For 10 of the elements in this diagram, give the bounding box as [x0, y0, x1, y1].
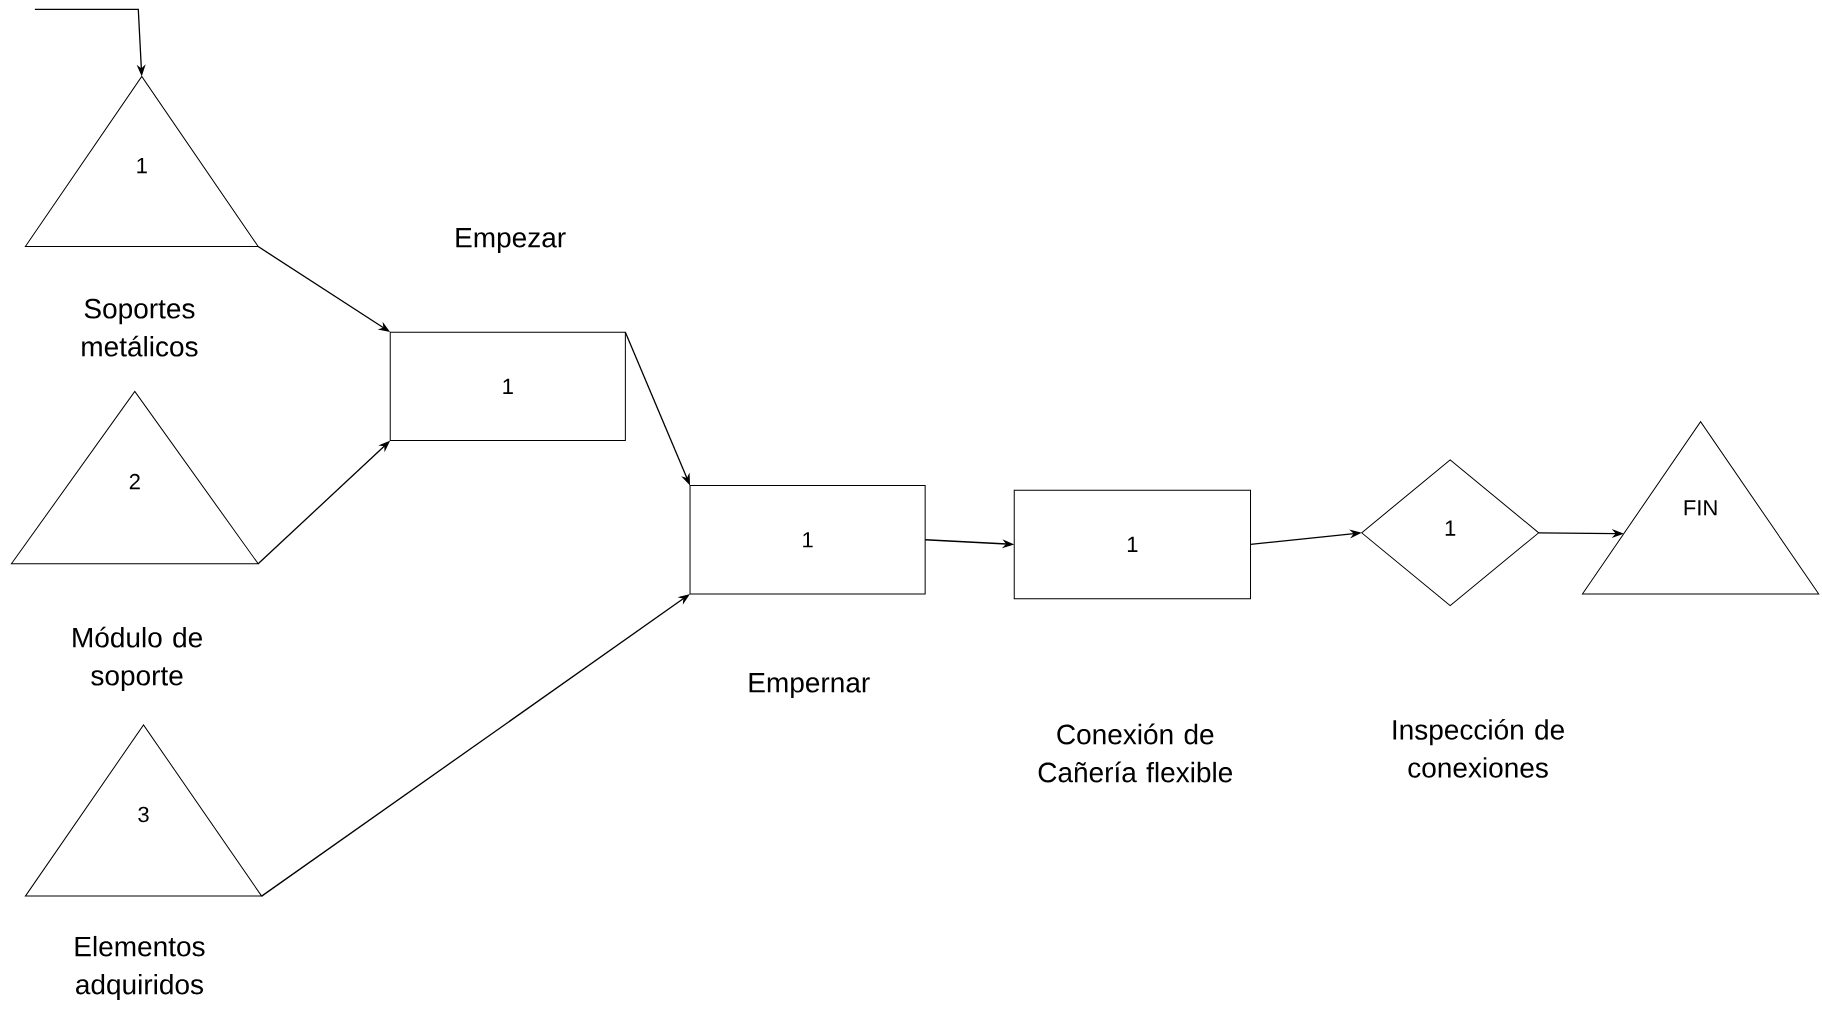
caption-text: Elementos adquiridos — [75, 935, 205, 1000]
caption-text: Soportes metálicos — [82, 298, 198, 357]
caption-text: Empernar — [749, 673, 870, 699]
caption-text: Módulo de soporte — [73, 626, 202, 692]
process-box: 1 — [389, 331, 626, 442]
caption-text: Empezar — [456, 228, 566, 254]
process-box: 1 — [689, 485, 926, 595]
caption-text: Inspección de conexiones — [1393, 718, 1564, 778]
process-box: 1 — [1013, 489, 1251, 600]
caption-text: Conexión de Cañería flexible — [1038, 723, 1233, 783]
